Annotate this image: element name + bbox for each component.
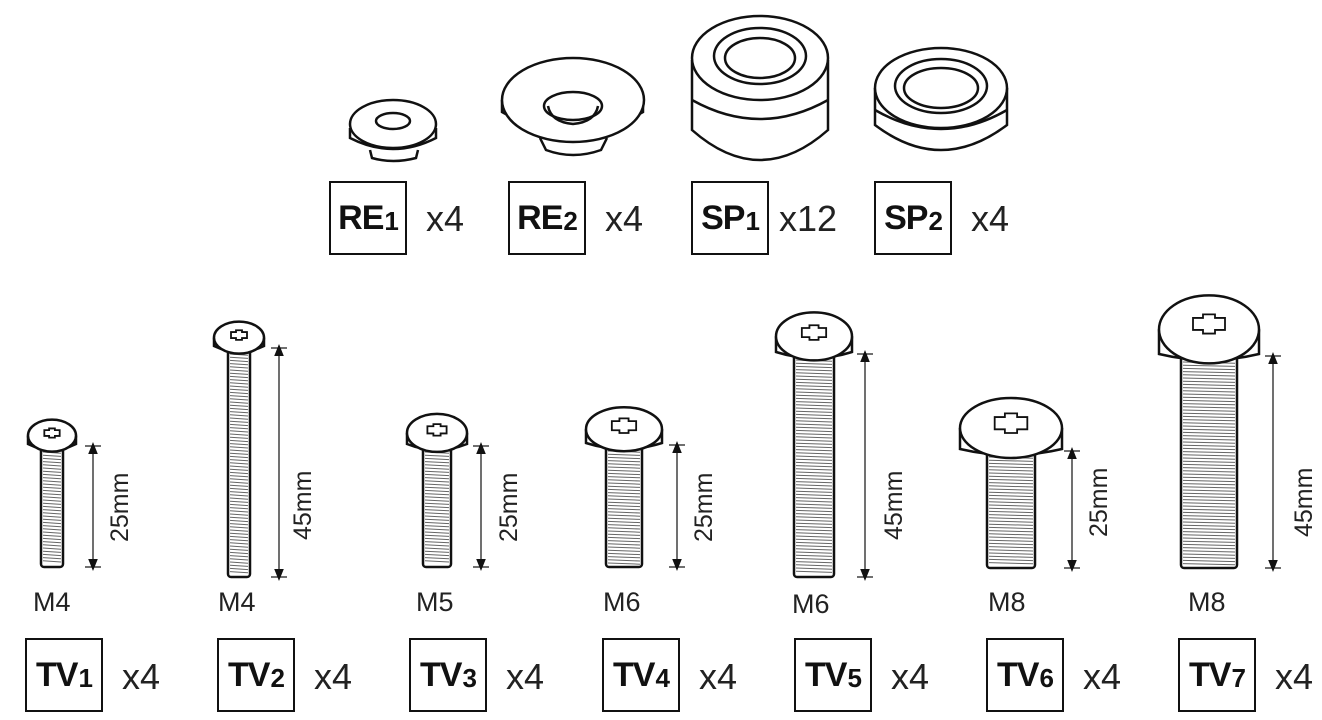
thread-size-tv1: M4 <box>33 587 71 617</box>
length-label-tv4: 25mm <box>690 472 718 542</box>
re1-washer-icon <box>348 98 438 163</box>
quantity-tv1: x4 <box>122 656 161 697</box>
thread-size-tv6: M8 <box>988 587 1026 617</box>
sp1-spacer-icon <box>690 14 830 162</box>
sp2-spacer-icon <box>873 46 1009 152</box>
dimension-arrow-tv6 <box>1064 447 1080 572</box>
screw-tv6-icon <box>958 396 1064 570</box>
quantity-tv4: x4 <box>699 656 738 697</box>
length-label-tv7: 45mm <box>1290 467 1318 537</box>
length-label-tv3: 25mm <box>495 472 523 542</box>
quantity-tv6: x4 <box>1083 656 1122 697</box>
length-label-tv5: 45mm <box>880 470 908 540</box>
screw-tv5-icon <box>774 311 854 579</box>
quantity-sp1: x12 <box>779 198 838 239</box>
screw-tv1-icon <box>26 418 78 569</box>
thread-size-tv2: M4 <box>218 587 256 617</box>
quantity-tv5: x4 <box>891 656 930 697</box>
screw-tv2-icon <box>212 320 266 579</box>
dimension-arrow-tv3 <box>473 442 489 571</box>
quantity-tv7: x4 <box>1275 656 1314 697</box>
screw-tv4-icon <box>584 405 664 569</box>
thread-size-tv3: M5 <box>416 587 454 617</box>
thread-size-tv7: M8 <box>1188 587 1226 617</box>
dimension-arrow-tv7 <box>1265 352 1281 572</box>
quantity-re2: x4 <box>605 198 644 239</box>
quantity-re1: x4 <box>426 198 465 239</box>
dimension-arrow-tv2 <box>271 344 287 581</box>
dimension-arrow-tv4 <box>669 441 685 571</box>
screw-tv3-icon <box>405 412 469 569</box>
dimension-arrow-tv1 <box>85 442 101 571</box>
re2-washer-icon <box>500 56 646 157</box>
screw-tv7-icon <box>1157 294 1261 570</box>
quantity-tv2: x4 <box>314 656 353 697</box>
dimension-arrow-tv5 <box>857 350 873 581</box>
quantity-sp2: x4 <box>971 198 1010 239</box>
thread-size-tv4: M6 <box>603 587 641 617</box>
length-label-tv6: 25mm <box>1085 467 1113 537</box>
quantity-tv3: x4 <box>506 656 545 697</box>
length-label-tv1: 25mm <box>106 472 134 542</box>
thread-size-tv5: M6 <box>792 589 830 619</box>
length-label-tv2: 45mm <box>289 470 317 540</box>
